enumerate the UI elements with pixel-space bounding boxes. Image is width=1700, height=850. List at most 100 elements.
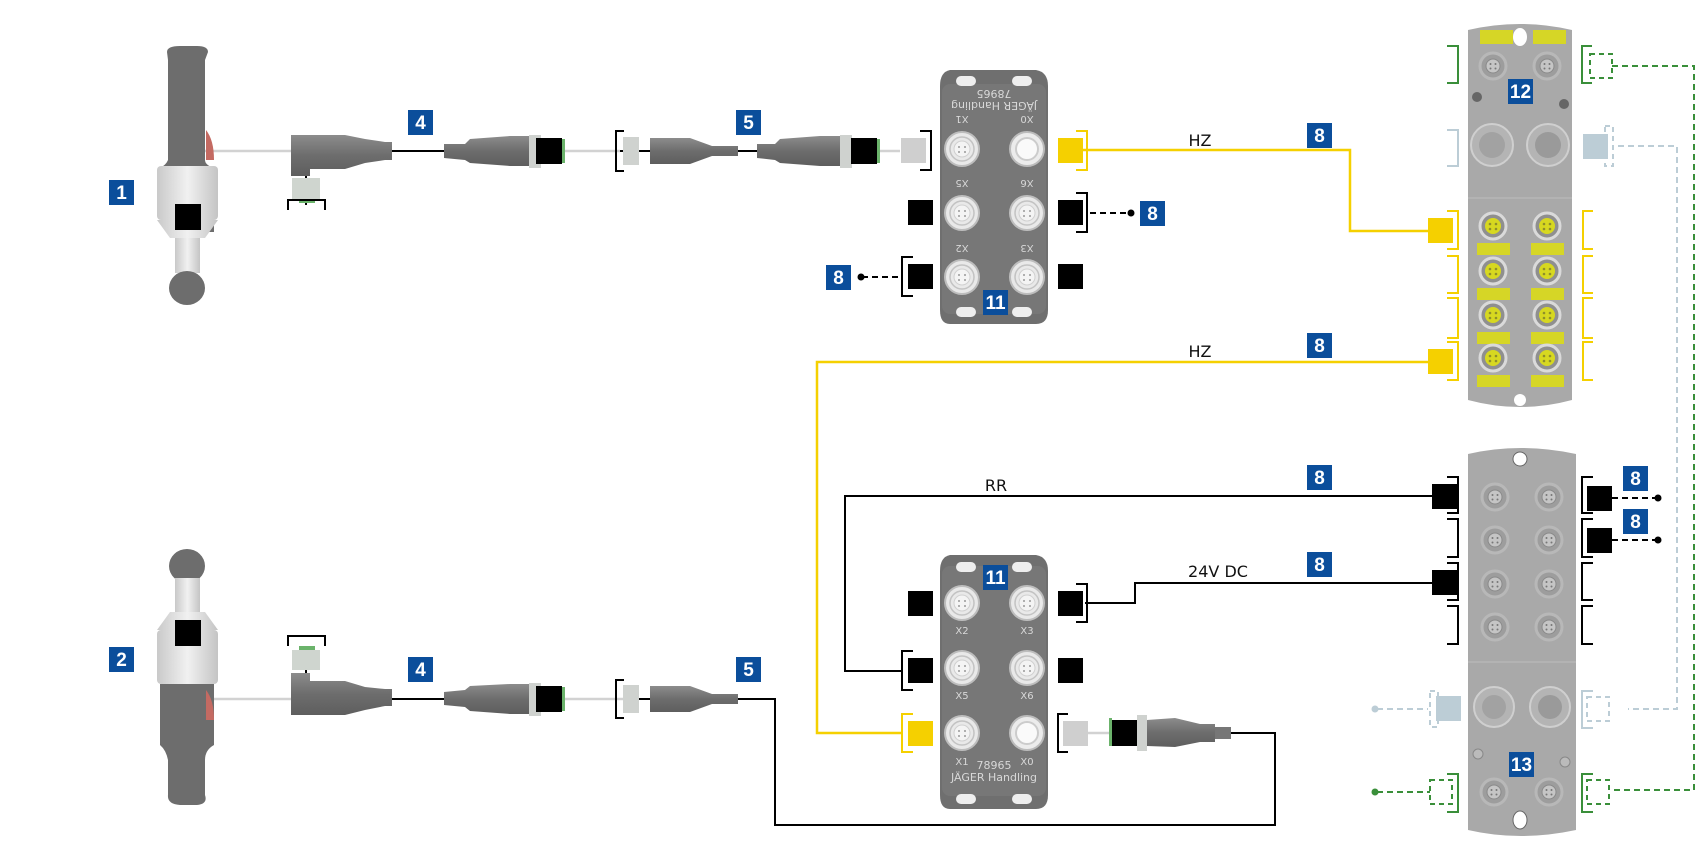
box-bottom-x0-plug[interactable] [1112,720,1137,746]
bus-lightblue-stub-left [1371,705,1428,713]
badge-8-hz-bottom: 8 [1307,333,1332,358]
svg-text:8: 8 [1314,555,1325,576]
box-top-label-x3: X3 [1020,242,1033,253]
tool2-connector-port[interactable] [175,620,201,646]
module13-rr-connector[interactable] [1432,484,1457,509]
distribution-box-bottom: X2 X3 X5 X6 X1 X0 78965 JÄGER Handling [901,555,1231,809]
dashed-stub-module13-b [1612,536,1662,544]
wire-label-rr: RR [985,476,1007,495]
module12-bus-port-out[interactable] [1526,123,1570,167]
wire-bottom-long [630,698,1276,826]
module13-port-4b[interactable] [1534,612,1564,642]
cable4-bottom-coupling[interactable] [536,686,562,712]
badge-11-top: 11 [983,290,1008,315]
module12-io-port-4a[interactable] [1478,343,1508,373]
module12-io-port-2a[interactable] [1478,256,1508,286]
box-bottom-label-x0: X0 [1020,757,1033,768]
wire-power-green [1612,65,1695,791]
svg-text:1: 1 [116,183,127,204]
module13-bus-port-out[interactable] [1529,686,1571,728]
module13-port-3b[interactable] [1534,569,1564,599]
box-top-port-x2[interactable] [944,259,980,295]
box-bottom-label-x5: X5 [955,691,968,702]
badge-13: 13 [1509,752,1534,777]
module13-connector-right-2[interactable] [1587,528,1612,553]
box-bottom-port-x0[interactable] [1009,715,1045,751]
tool1-connector-port[interactable] [175,204,201,230]
module13-24vdc-connector[interactable] [1432,570,1457,595]
box-top-label-x6: X6 [1020,177,1033,188]
module13-port-2a[interactable] [1480,525,1510,555]
box-bottom-x6-connector[interactable] [1058,658,1083,683]
badge-5-bottom: 5 [736,657,761,682]
box-top-x1-port-marker[interactable] [901,138,926,163]
module13-port-2b[interactable] [1534,525,1564,555]
box-bottom-x0-port-marker[interactable] [1063,721,1088,746]
box-top-label-x2: X2 [955,242,968,253]
module12-power-port-2[interactable] [1532,51,1562,81]
box-top-x2-connector[interactable] [908,264,933,289]
wire-label-hz-top: HZ [1189,131,1212,150]
box-top-x0-hz-connector[interactable] [1058,138,1083,163]
box-top-x5-connector[interactable] [908,200,933,225]
box-top-port-x3[interactable] [1009,259,1045,295]
svg-text:8: 8 [833,268,844,289]
box-top-port-x0[interactable] [1009,131,1045,167]
module12-io-port-3a[interactable] [1478,300,1508,330]
wire-hz-bottom [815,360,1432,735]
svg-text:8: 8 [1147,204,1158,225]
box-bottom-port-x3[interactable] [1009,585,1045,621]
module13-port-3a[interactable] [1480,569,1510,599]
badge-8-x6-stub: 8 [1140,201,1165,226]
box-top-x6-connector[interactable] [1058,200,1083,225]
badge-12: 12 [1508,79,1533,104]
module12-io-port-1a[interactable] [1478,211,1508,241]
svg-text:4: 4 [415,113,426,134]
box-bottom-x5-connector[interactable] [908,658,933,683]
cable5-top-coupling[interactable] [851,138,877,164]
box-bottom-port-x6[interactable] [1009,650,1045,686]
box-top-port-x5[interactable] [944,195,980,231]
wire-24vdc [1085,582,1443,604]
module13-power-port-1[interactable] [1479,777,1509,807]
module13-port-1b[interactable] [1534,482,1564,512]
badge-8-24vdc: 8 [1307,552,1332,577]
io-module-12 [1428,24,1614,407]
box-top-port-x1[interactable] [944,131,980,167]
module12-io-port-2b[interactable] [1532,256,1562,286]
module12-bus-port-in[interactable] [1470,123,1514,167]
module13-bus-port-in[interactable] [1473,686,1515,728]
badge-2: 2 [109,647,134,672]
box-top-x3-connector[interactable] [1058,264,1083,289]
box-top-port-x6[interactable] [1009,195,1045,231]
module13-power-port-2[interactable] [1534,777,1564,807]
cable-5-bottom [615,679,738,719]
box-bottom-port-x5[interactable] [944,650,980,686]
module13-bus-connector[interactable] [1436,696,1461,721]
wire-hz-top [1083,148,1432,233]
module12-hz-connector-1[interactable] [1428,218,1453,243]
box-top-brand: JÄGER Handling [951,99,1038,112]
box-top-label-x0: X0 [1020,113,1033,124]
box-top-label-x1: X1 [955,113,968,124]
module12-io-port-4b[interactable] [1532,343,1562,373]
module12-bus-connector[interactable] [1583,134,1608,159]
svg-text:11: 11 [985,568,1006,589]
wire-rr [844,495,1443,672]
module12-hz-connector-2[interactable] [1428,349,1453,374]
module12-io-port-3b[interactable] [1532,300,1562,330]
svg-text:8: 8 [1314,126,1325,147]
module13-port-4a[interactable] [1480,612,1510,642]
box-bottom-port-x1[interactable] [944,715,980,751]
module13-connector-right-1[interactable] [1587,486,1612,511]
svg-text:12: 12 [1510,82,1531,103]
box-bottom-x1-hz-connector[interactable] [908,721,933,746]
module12-power-port-1[interactable] [1478,51,1508,81]
box-bottom-x2-connector[interactable] [908,591,933,616]
box-bottom-port-x2[interactable] [944,585,980,621]
module12-io-port-1b[interactable] [1532,211,1562,241]
svg-text:8: 8 [1314,336,1325,357]
module13-port-1a[interactable] [1480,482,1510,512]
cable4-top-coupling[interactable] [536,138,562,164]
box-bottom-x3-connector[interactable] [1058,591,1083,616]
